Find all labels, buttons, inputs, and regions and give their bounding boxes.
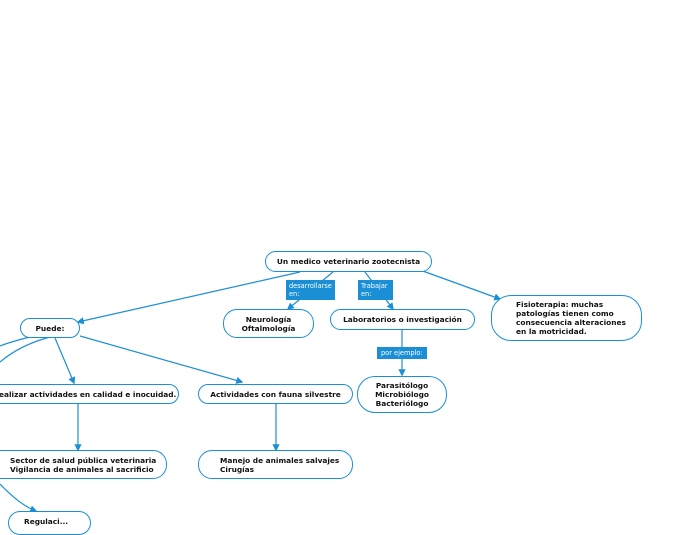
node-puede[interactable]: Puede: [20,318,80,338]
node-salud-publica[interactable]: Sector de salud pública veterinaria Vigi… [0,450,167,479]
node-neurologia[interactable]: Neurología Oftalmología [223,309,314,338]
node-laboratorios[interactable]: Laboratorios o investigación [330,309,475,330]
node-root[interactable]: Un medico veterinario zootecnista [265,251,432,272]
node-manejo-animales[interactable]: Manejo de animales salvajes Cirugías [198,450,353,479]
node-parasitologo[interactable]: Parasitólogo Microbiólogo Bacteriólogo [357,376,447,413]
edge-root-fisio [419,269,502,301]
edge-puede-left [0,336,51,363]
edge-puede-fauna [79,335,244,384]
edge-root-puede [76,271,301,325]
edge-puede-left2 [0,336,31,347]
edge-salud-bottom [0,483,38,513]
label-por-ejemplo: por ejemplo: [377,347,427,359]
label-desarrollarse: desarrollarse en: [286,280,335,300]
concept-map: Un medico veterinario zootecnista Puede:… [0,251,642,535]
node-fisioterapia[interactable]: Fisioterapia: muchas patologías tienen c… [491,295,642,341]
node-bottom-partial[interactable]: Regulaci... [8,511,91,535]
label-trabajar: Trabajar en: [358,280,393,300]
connector-lines [0,269,502,513]
node-calidad-inocuidad[interactable]: ealizar actividades en calidad e inocuid… [0,384,179,404]
edge-puede-calidad [54,337,76,385]
node-fauna-silvestre[interactable]: Actividades con fauna silvestre [198,384,353,404]
